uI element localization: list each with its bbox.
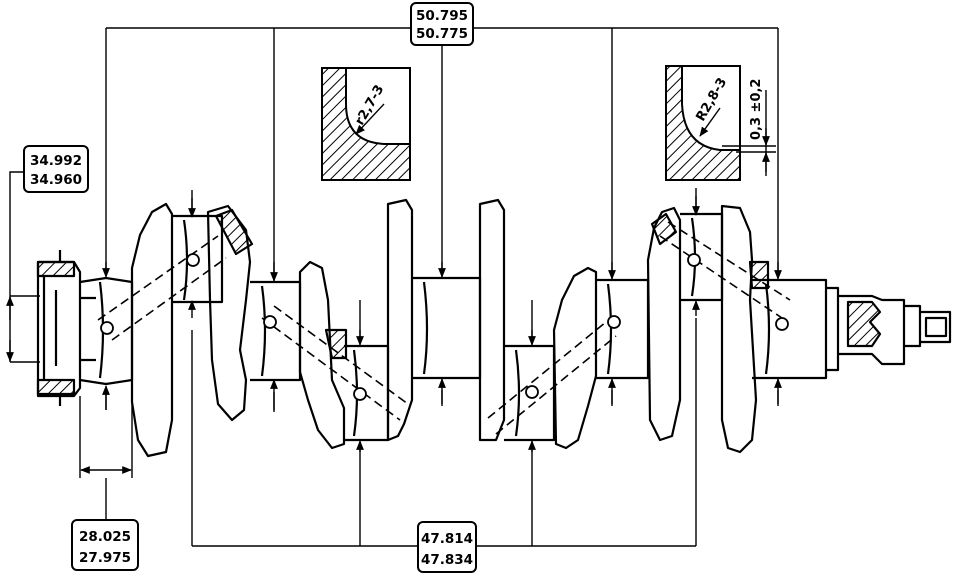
dimension-lines bbox=[6, 27, 782, 547]
front-end-diameter-box: 34.992 34.960 bbox=[23, 145, 89, 193]
oil-holes bbox=[100, 253, 789, 401]
crankpin-diameter-min: 47.834 bbox=[421, 552, 473, 568]
fillet-detail-left: r2,7-3 bbox=[321, 67, 411, 181]
oil-passages bbox=[97, 221, 791, 435]
journal-width-min: 27.975 bbox=[79, 550, 131, 566]
main-journal-center bbox=[412, 276, 482, 380]
fillet-right-label: R2,8-3 bbox=[693, 75, 730, 124]
main-journal-2 bbox=[250, 280, 302, 382]
main-journal-rear bbox=[752, 278, 828, 380]
front-end-diameter-max: 34.992 bbox=[30, 153, 82, 169]
main-journal-diameter-min: 50.775 bbox=[416, 26, 468, 42]
front-end-diameter-min: 34.960 bbox=[30, 172, 82, 188]
journal-width-max: 28.025 bbox=[79, 529, 131, 545]
web-3 bbox=[298, 260, 348, 450]
front-flange bbox=[36, 250, 96, 406]
web-5 bbox=[478, 198, 506, 442]
web-2 bbox=[206, 204, 254, 422]
main-journal-4 bbox=[596, 278, 650, 380]
web-1 bbox=[130, 202, 174, 458]
journal-width-box: 28.025 27.975 bbox=[71, 519, 139, 571]
crankpin-diameter-box: 47.814 47.834 bbox=[417, 521, 477, 573]
rear-flange bbox=[826, 286, 952, 372]
fillet-depth-label: 0,3 ±0,2 bbox=[749, 79, 764, 140]
crankpin-4 bbox=[680, 212, 724, 302]
web-4 bbox=[386, 198, 414, 442]
web-6 bbox=[552, 266, 598, 450]
fillet-detail-right: R2,8-3 bbox=[665, 65, 741, 181]
web-8 bbox=[720, 204, 770, 454]
main-journal-diameter-box: 50.795 50.775 bbox=[410, 2, 474, 46]
crankpin-3 bbox=[504, 344, 556, 442]
web-7 bbox=[646, 206, 682, 442]
crankshaft-body bbox=[36, 198, 952, 458]
main-journal-diameter-max: 50.795 bbox=[416, 8, 468, 24]
crankpin-diameter-max: 47.814 bbox=[421, 531, 473, 547]
